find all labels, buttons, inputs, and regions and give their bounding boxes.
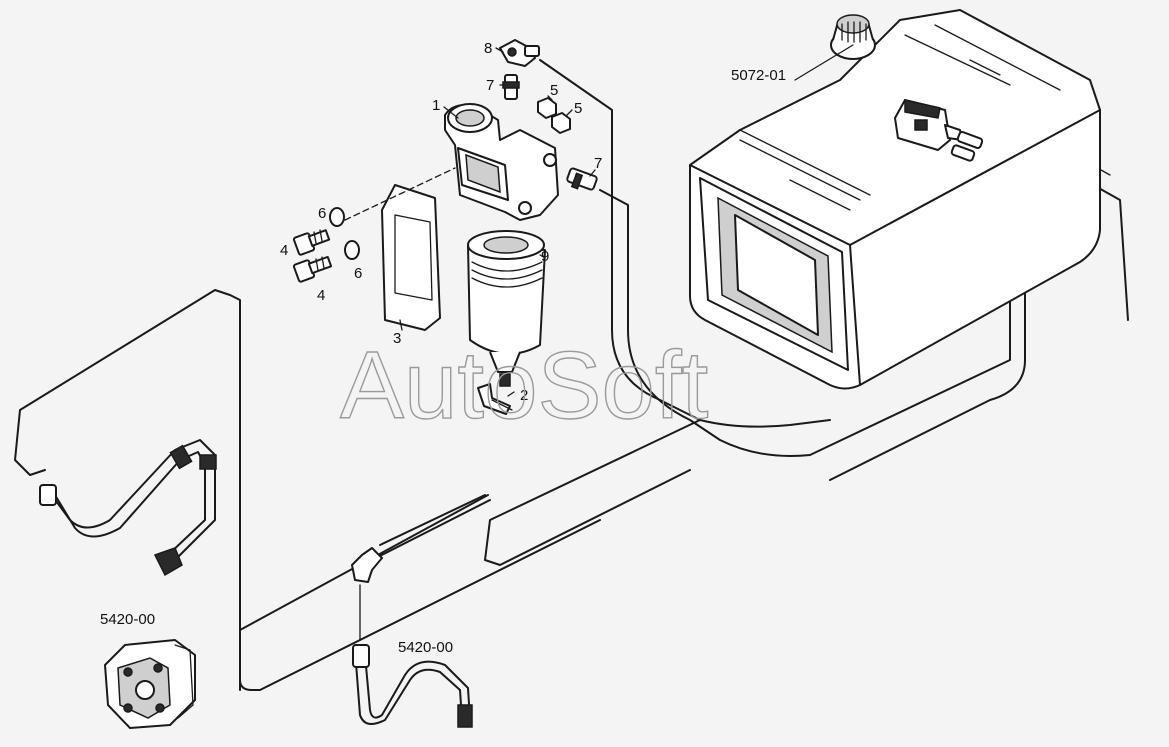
leader-9 <box>539 254 546 259</box>
filter-head-bolt-hole-b <box>518 201 532 215</box>
callout-6-upper: 6 <box>318 205 326 222</box>
ref-pump: 5420-00 <box>100 611 155 628</box>
tank-rib-1 <box>739 129 871 196</box>
ref-hose: 5420-00 <box>398 639 453 656</box>
pump-flange <box>174 644 194 719</box>
pump-bolt-4 <box>155 703 165 713</box>
fuel-line-outer-left <box>14 289 231 476</box>
tank-sensor-unit <box>894 99 984 162</box>
callout-7-right: 7 <box>594 155 602 172</box>
callout-8: 8 <box>484 40 492 57</box>
pump-hose-b <box>54 451 206 556</box>
fuel-lines <box>14 59 1129 728</box>
ref-tank: 5072-01 <box>731 67 786 84</box>
pump-bolt-1 <box>123 667 133 677</box>
tank-rib-3 <box>904 34 1011 86</box>
fuel-line-outer-left-2 <box>229 294 241 691</box>
lower-hose-b <box>364 654 471 721</box>
hose-end-fitting-a <box>39 484 57 506</box>
nut-upper <box>537 97 557 119</box>
fitting-upper <box>502 74 520 100</box>
fuel-line-left-return <box>239 494 601 691</box>
tank-top-edge <box>849 109 1101 246</box>
pump-bolt-2 <box>153 663 163 673</box>
callout-4-upper: 4 <box>280 242 288 259</box>
nut-lower <box>551 112 571 134</box>
hose-clamp-b <box>199 454 217 470</box>
tank-filler-cap <box>830 14 876 60</box>
reference-labels: 5072-01 5420-00 5420-00 <box>100 67 786 656</box>
leader-5b <box>565 109 573 117</box>
gasket-inner <box>394 214 433 301</box>
bolt-lower <box>292 255 333 283</box>
fuel-line-filter-out-2 <box>371 499 491 561</box>
leader-2 <box>507 391 515 397</box>
callout-7-upper: 7 <box>486 77 494 94</box>
callout-labels: 1 2 3 4 4 5 5 6 6 7 7 8 9 <box>280 40 602 404</box>
leader-5a <box>547 95 553 101</box>
filter-head-inlet-inner <box>455 109 485 127</box>
washer-upper <box>329 207 345 227</box>
tank-rib-5 <box>969 59 1001 76</box>
callout-2: 2 <box>520 387 528 404</box>
fuel-line-filter-out <box>379 494 486 546</box>
leader-tank <box>794 44 854 81</box>
lower-hose-fitting-top <box>352 644 370 668</box>
fitting-right <box>566 167 598 191</box>
hose-end-fitting-b <box>153 547 183 577</box>
filter-head-assembly <box>292 39 598 415</box>
callout-1: 1 <box>432 97 440 114</box>
filter-head-port-inner <box>465 153 501 194</box>
tank-end-panel <box>734 214 819 336</box>
leader-lines <box>399 44 854 397</box>
leader-7b <box>589 169 596 177</box>
filter-head-bolt-hole-a <box>543 153 557 167</box>
lower-hose-fitting-bottom <box>457 704 473 728</box>
callout-5-upper: 5 <box>550 82 558 99</box>
drain-plug <box>477 373 513 415</box>
assembly-axis-1 <box>344 167 456 221</box>
callout-3: 3 <box>393 330 401 347</box>
tank-rib-2 <box>739 139 861 201</box>
elbow-fitting <box>351 547 383 583</box>
washer-lower <box>344 240 360 260</box>
pump-bolt-3 <box>123 703 133 713</box>
tank-rib-6 <box>789 179 851 211</box>
leader-8 <box>495 47 504 53</box>
callout-5-lower: 5 <box>574 100 582 117</box>
callout-9: 9 <box>541 248 549 265</box>
leader-3 <box>399 319 403 331</box>
fuel-line-left-loop <box>484 419 701 566</box>
hose-clamp-a <box>169 444 193 470</box>
banjo-fitting <box>499 39 540 67</box>
tank-rib-4 <box>934 24 1061 91</box>
callout-4-lower: 4 <box>317 287 325 304</box>
fuel-pump <box>104 639 196 729</box>
leader-1 <box>443 106 459 119</box>
pump-port <box>135 680 155 700</box>
filter-cartridge <box>467 230 546 373</box>
lower-hose-a <box>354 649 463 725</box>
bolt-upper <box>292 229 331 256</box>
callout-6-lower: 6 <box>354 265 362 282</box>
watermark: AutoSoft <box>340 332 708 439</box>
fuel-tank <box>689 9 1101 390</box>
